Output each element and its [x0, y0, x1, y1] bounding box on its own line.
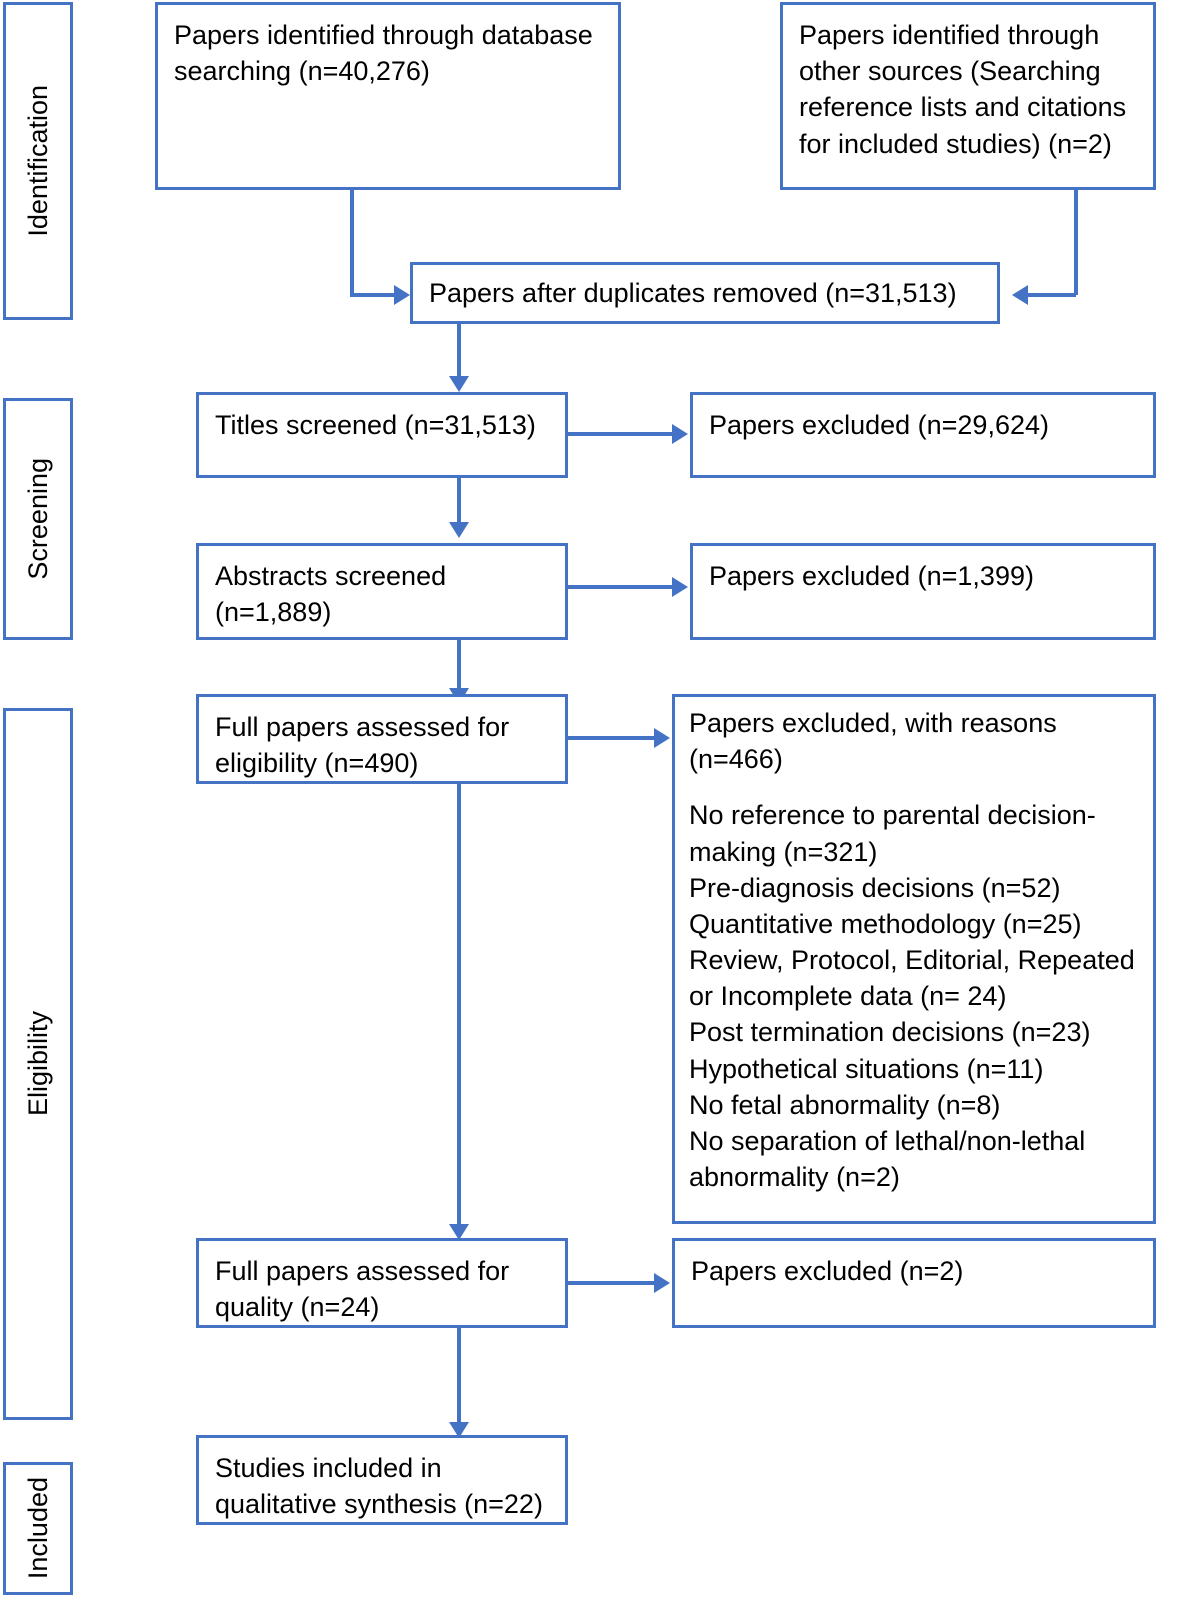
- connector-titles-to-excluded: [568, 432, 676, 436]
- stage-box-identification: Identification: [3, 2, 73, 320]
- arrow-into-duplicates-right: [1012, 285, 1028, 305]
- excluded-reasons-heading: Papers excluded, with reasons (n=466): [689, 708, 1057, 775]
- connector-quality-to-included: [457, 1328, 461, 1426]
- connector-duplicates-to-titles: [457, 324, 461, 380]
- connector-fulltext-to-excluded-reasons: [568, 736, 658, 740]
- arrow-into-abstracts-excluded: [672, 577, 688, 597]
- connector-abstracts-to-fulltext: [457, 640, 461, 692]
- arrow-into-titles-excluded: [672, 424, 688, 444]
- excluded-reasons-item: Pre-diagnosis decisions (n=52): [689, 872, 1061, 903]
- connector-other-sources-to-duplicates-vertical: [1074, 190, 1078, 295]
- excluded-reasons-item: No reference to parental decision-making…: [689, 800, 1096, 867]
- box-titles-excluded: Papers excluded (n=29,624): [690, 392, 1156, 478]
- arrow-into-quality-excluded: [654, 1273, 670, 1293]
- connector-titles-to-abstracts: [457, 478, 461, 526]
- stage-label-included: Included: [22, 1477, 53, 1580]
- connector-quality-to-excluded: [568, 1281, 658, 1285]
- box-other-sources: Papers identified through other sources …: [780, 2, 1156, 190]
- arrow-into-excluded-reasons: [654, 728, 670, 748]
- box-database-searching: Papers identified through database searc…: [155, 2, 621, 190]
- box-quality-excluded: Papers excluded (n=2): [672, 1238, 1156, 1328]
- excluded-reasons-item: No separation of lethal/non-lethal abnor…: [689, 1125, 1086, 1193]
- arrow-into-duplicates-left: [394, 285, 410, 305]
- connector-database-to-duplicates-horizontal: [350, 293, 398, 297]
- excluded-reasons-item: Quantitative methodology (n=25): [689, 908, 1082, 939]
- box-titles-screened: Titles screened (n=31,513): [196, 392, 568, 478]
- excluded-reasons-spacer: [689, 777, 1139, 797]
- connector-fulltext-to-quality: [457, 784, 461, 1228]
- box-fulltext-eligibility: Full papers assessed for eligibility (n=…: [196, 694, 568, 784]
- connector-other-sources-to-duplicates-horizontal: [1028, 293, 1076, 297]
- excluded-reasons-item: No fetal abnormality (n=8): [689, 1089, 1001, 1120]
- box-fulltext-quality: Full papers assessed for quality (n=24): [196, 1238, 568, 1328]
- box-included-studies: Studies included in qualitative synthesi…: [196, 1435, 568, 1525]
- box-abstracts-screened: Abstracts screened (n=1,889): [196, 543, 568, 640]
- stage-box-screening: Screening: [3, 398, 73, 640]
- connector-abstracts-to-excluded: [568, 585, 676, 589]
- excluded-reasons-item: Post termination decisions (n=23): [689, 1017, 1091, 1048]
- connector-database-to-duplicates-vertical: [350, 190, 354, 295]
- stage-box-eligibility: Eligibility: [3, 708, 73, 1420]
- stage-label-screening: Screening: [22, 458, 53, 580]
- stage-label-eligibility: Eligibility: [22, 1011, 53, 1117]
- stage-label-identification: Identification: [22, 85, 53, 237]
- stage-box-included: Included: [3, 1462, 73, 1595]
- arrow-into-fulltext-quality: [449, 1224, 469, 1240]
- excluded-reasons-item: Review, Protocol, Editorial, Repeated or…: [689, 945, 1135, 1012]
- arrow-into-titles-screened: [449, 376, 469, 392]
- box-duplicates-removed: Papers after duplicates removed (n=31,51…: [410, 262, 1000, 324]
- box-excluded-with-reasons: Papers excluded, with reasons (n=466) No…: [672, 694, 1156, 1224]
- excluded-reasons-item: Hypothetical situations (n=11): [689, 1053, 1044, 1084]
- arrow-into-included-studies: [449, 1422, 469, 1438]
- box-abstracts-excluded: Papers excluded (n=1,399): [690, 543, 1156, 640]
- arrow-into-abstracts-screened: [449, 522, 469, 538]
